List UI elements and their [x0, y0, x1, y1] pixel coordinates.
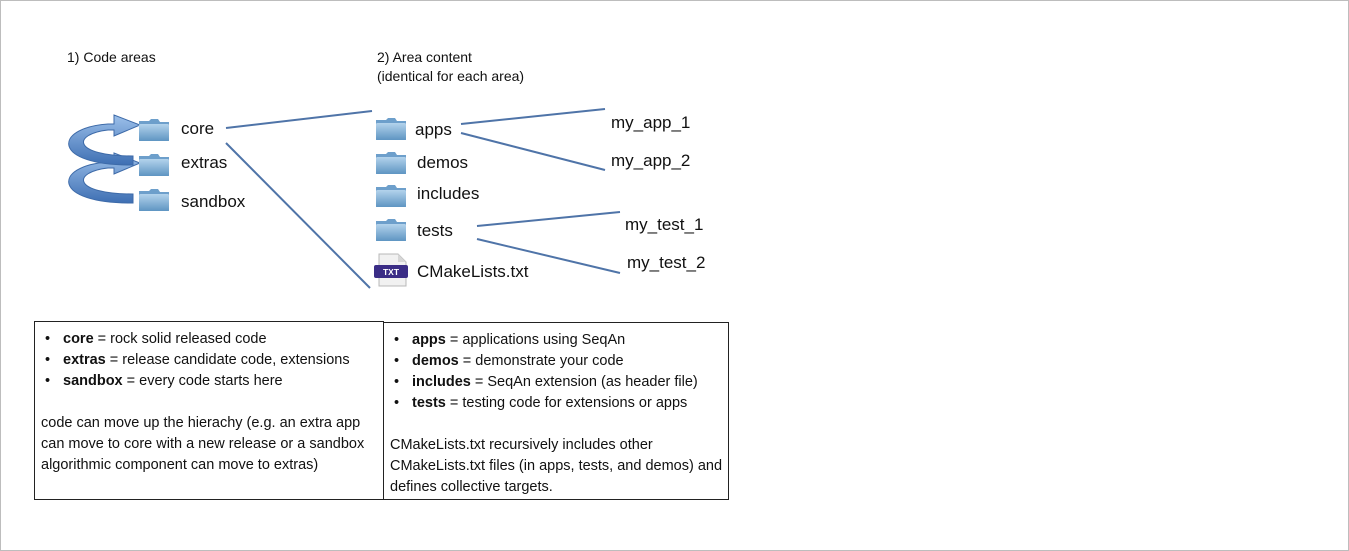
folder-icon — [139, 189, 169, 211]
app-child-2: my_app_2 — [611, 151, 691, 170]
code-areas-note: code can move up the hierachy (e.g. an e… — [41, 415, 365, 473]
txt-file-icon: TXT — [374, 253, 408, 287]
folder-icon — [139, 154, 169, 176]
connector-tests-my-test-2 — [476, 238, 621, 274]
promote-arrow-extras-to-core — [68, 114, 142, 166]
list-item: tests = testing code for extensions or a… — [390, 393, 722, 414]
area-content-heading: 2) Area content — [377, 49, 472, 65]
connector-core-apps — [225, 110, 373, 129]
folder-icon — [376, 219, 406, 241]
area-content-note: CMakeLists.txt recursively includes othe… — [390, 437, 723, 495]
connector-apps-my-app-2 — [460, 132, 606, 171]
connector-apps-my-app-1 — [460, 108, 606, 125]
code-areas-description-box: core = rock solid released code extras =… — [34, 321, 384, 500]
promote-arrow-sandbox-to-extras — [68, 152, 142, 204]
area-content-list: apps = applications using SeqAn demos = … — [390, 330, 722, 414]
list-item: sandbox = every code starts here — [41, 371, 375, 392]
test-child-2: my_test_2 — [627, 253, 706, 272]
list-item: core = rock solid released code — [41, 329, 375, 350]
code-area-sandbox: sandbox — [181, 192, 246, 211]
list-item: includes = SeqAn extension (as header fi… — [390, 372, 722, 393]
code-area-core: core — [181, 119, 215, 138]
area-item-cmakelists: CMakeLists.txt — [417, 262, 529, 281]
area-content-subheading: (identical for each area) — [377, 68, 525, 84]
list-item: apps = applications using SeqAn — [390, 330, 722, 351]
list-item: extras = release candidate code, extensi… — [41, 350, 375, 371]
folder-icon — [139, 119, 169, 141]
txt-badge: TXT — [383, 267, 400, 277]
code-areas-list: core = rock solid released code extras =… — [41, 329, 375, 392]
area-content-description-box: apps = applications using SeqAn demos = … — [383, 322, 729, 500]
app-child-1: my_app_1 — [611, 113, 691, 132]
connector-tests-my-test-1 — [476, 211, 621, 227]
folder-icon — [376, 118, 406, 140]
test-child-1: my_test_1 — [625, 215, 704, 234]
code-area-extras: extras — [181, 153, 228, 172]
list-item: demos = demonstrate your code — [390, 351, 722, 372]
area-item-tests: tests — [417, 221, 453, 240]
folder-icon — [376, 152, 406, 174]
code-areas-heading: 1) Code areas — [67, 49, 156, 65]
area-item-apps: apps — [415, 120, 452, 139]
area-item-includes: includes — [417, 184, 480, 203]
folder-icon — [376, 185, 406, 207]
connector-core-cmakelists — [225, 142, 371, 289]
area-item-demos: demos — [417, 153, 469, 172]
